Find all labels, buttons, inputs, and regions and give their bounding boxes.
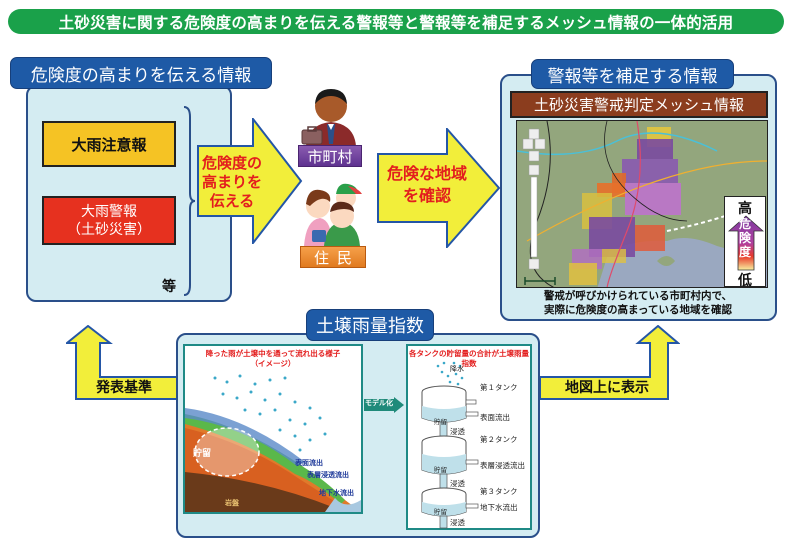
precipitation-label: 降水	[450, 365, 464, 373]
tank3-storage-label: 貯留	[434, 508, 447, 516]
tank-model-title: 各タンクの貯留量の合計が土壌雨量指数	[409, 349, 529, 368]
tank1-storage-label: 貯留	[434, 418, 447, 426]
supplementary-info-tab: 警報等を補足する情報	[531, 59, 734, 89]
soil-water-index-tab: 土壌雨量指数	[306, 309, 434, 341]
issuance-criteria-label: 発表基準	[96, 380, 152, 396]
heavy-rain-advisory-box: 大雨注意報	[42, 121, 176, 167]
warning-line2: （土砂災害）	[67, 221, 151, 238]
warning-line1: 大雨警報	[81, 203, 137, 220]
tank1-runoff-label: 表面流出	[480, 413, 510, 422]
tank-model-box: 各タンクの貯留量の合計が土壌雨量指数 降水 第１タンク 表面流出 貯留 浸透 第…	[406, 344, 532, 530]
arrow-convey-icon	[197, 118, 303, 244]
legend-arrow-icon	[728, 215, 764, 271]
modeling-arrow-icon	[364, 397, 404, 413]
official-person-icon	[301, 89, 356, 146]
groundwater-runoff-label: 地下水流出	[319, 489, 354, 497]
municipality-label: 市町村	[298, 145, 362, 167]
bedrock-label: 岩盤	[225, 499, 239, 507]
modeling-label: モデル化	[365, 399, 393, 407]
residents-icon	[304, 183, 362, 246]
arrow-convey-text: 危険度の 高まりを 伝える	[201, 154, 262, 210]
tank3-label: 第３タンク	[480, 487, 518, 496]
tank2-runoff-label: 表層浸透流出	[480, 461, 525, 470]
danger-legend: 高 危 険 度 低	[724, 196, 766, 289]
etc-label: 等	[162, 279, 176, 295]
map-caption: 警戒が呼びかけられている市町村内で、 実際に危険度の高まっている地域を確認	[543, 290, 733, 316]
subsurface-runoff-label: 表層浸透流出	[307, 471, 349, 479]
tank1-label: 第１タンク	[480, 383, 518, 392]
runoff-title: 降った雨が土壌中を通って流れ出る様子 （イメージ）	[205, 349, 341, 368]
residents-label: 住民	[300, 246, 366, 268]
arrow-confirm-icon	[377, 128, 501, 248]
danger-info-tab: 危険度の高まりを伝える情報	[10, 57, 272, 89]
brace-icon	[183, 106, 196, 296]
tank2-infiltration-label: 浸透	[450, 479, 465, 488]
display-on-map-arrow-icon	[540, 325, 680, 400]
tank3-runoff-label: 地下水流出	[480, 503, 518, 512]
legend-danger-text: 危 険 度	[738, 217, 751, 259]
tank-illustration	[421, 361, 479, 529]
tank1-infiltration-label: 浸透	[450, 427, 465, 436]
storage-label: 貯留	[193, 449, 212, 459]
tank2-storage-label: 貯留	[434, 466, 447, 474]
tank2-label: 第２タンク	[480, 435, 518, 444]
runoff-image-box: 降った雨が土壌中を通って流れ出る様子 （イメージ） 貯留 表面流出 表層浸透流出…	[183, 344, 363, 514]
issuance-criteria-arrow-icon	[66, 325, 178, 400]
surface-runoff-label: 表面流出	[295, 459, 323, 467]
legend-low: 低	[738, 273, 752, 289]
heavy-rain-warning-box: 大雨警報 （土砂災害）	[42, 196, 176, 245]
title-banner: 土砂災害に関する危険度の高まりを伝える警報等と警報等を補足するメッシュ情報の一体…	[8, 9, 784, 34]
legend-high: 高	[738, 201, 752, 217]
arrow-confirm-text: 危険な地域 を確認	[386, 164, 467, 205]
tank3-infiltration-label: 浸透	[450, 518, 465, 527]
mesh-info-title: 土砂災害警戒判定メッシュ情報	[510, 91, 768, 118]
display-on-map-label: 地図上に表示	[565, 380, 649, 396]
slope-illustration	[185, 374, 361, 512]
